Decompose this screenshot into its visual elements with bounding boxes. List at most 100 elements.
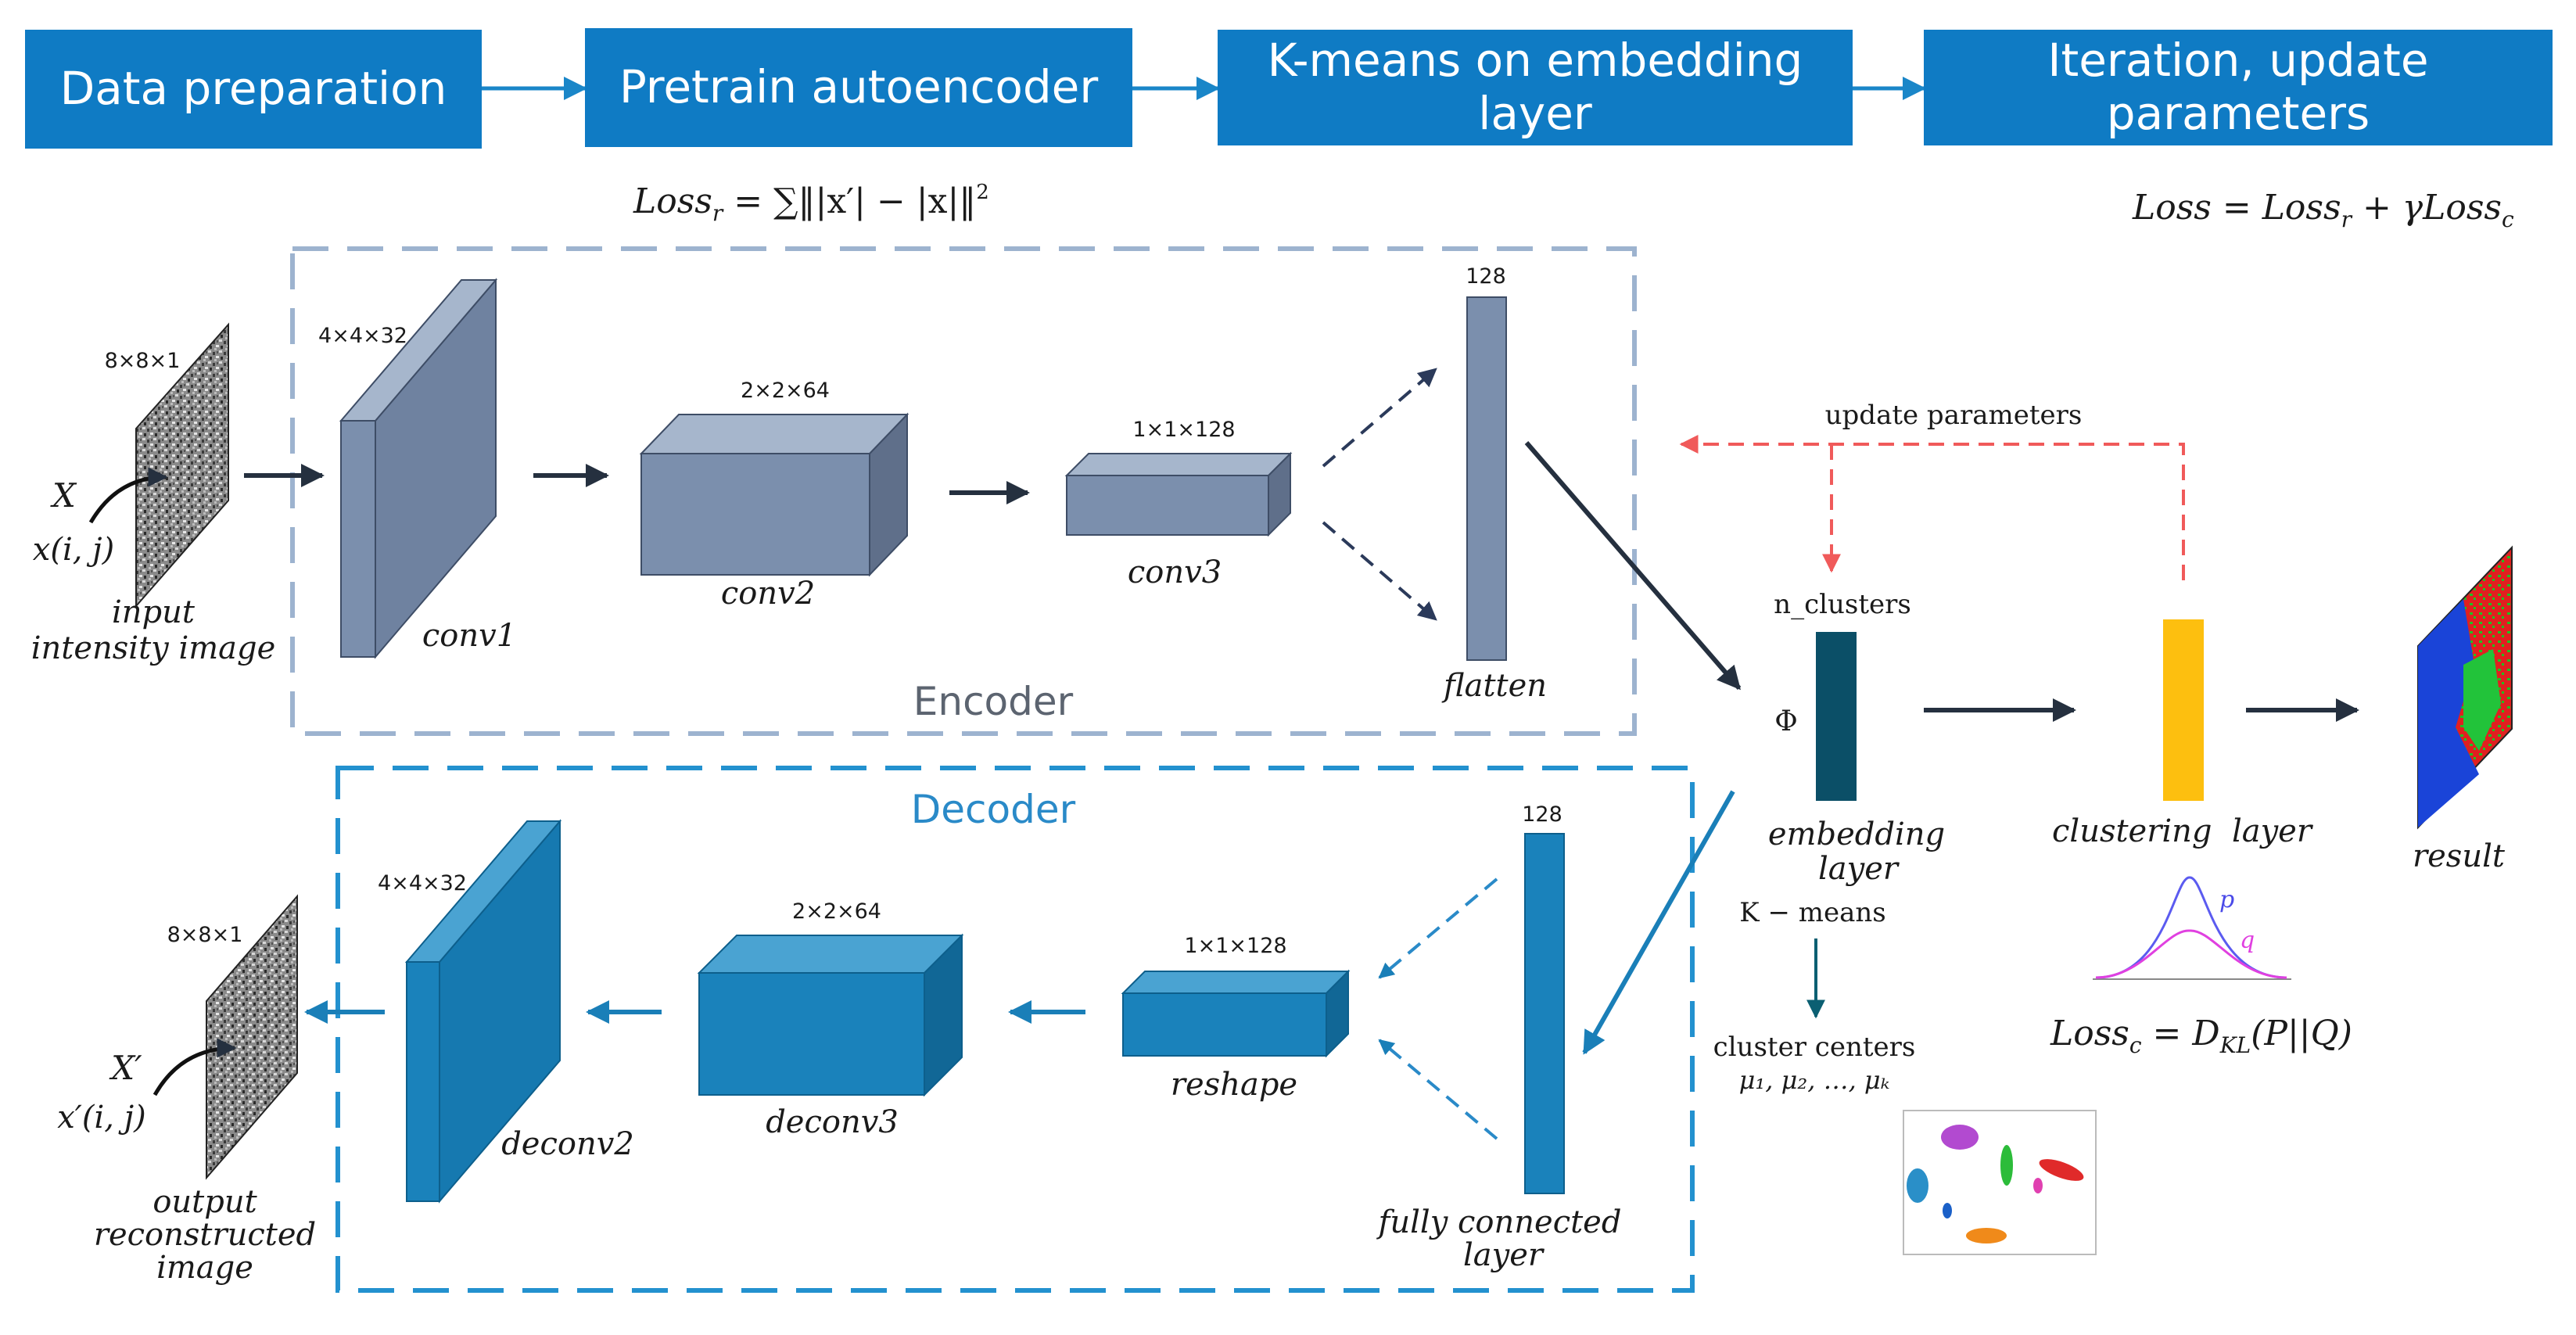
input-image: 8×8×1 X x(i, j) input intensity image bbox=[31, 322, 276, 666]
input-caption-line2: intensity image bbox=[31, 630, 276, 666]
cluster-blob-red bbox=[2039, 1159, 2084, 1181]
conv3-front bbox=[1066, 475, 1269, 536]
output-symbol: X′ bbox=[109, 1049, 142, 1087]
deconv3-dims: 2×2×64 bbox=[792, 899, 881, 924]
reshape-label: reshape bbox=[1171, 1067, 1297, 1103]
fully-connected-label-line1: fully connected bbox=[1376, 1204, 1622, 1240]
conv1-dims: 4×4×32 bbox=[318, 324, 407, 348]
output-image: 8×8×1 X′ x′(i, j) output reconstructed i… bbox=[57, 894, 316, 1286]
step-label-line2: layer bbox=[1478, 87, 1592, 140]
conv1-front bbox=[340, 420, 376, 658]
clustering-layer-bar bbox=[2163, 619, 2204, 801]
decoder-border bbox=[335, 766, 1695, 1293]
fc-to-reshape-arrow bbox=[1378, 1039, 1498, 1140]
flatten-label: flatten bbox=[1441, 668, 1547, 704]
result-map-blue-region bbox=[2418, 599, 2479, 827]
formula-loss-total: Loss = Lossr + γLossc bbox=[2132, 188, 2514, 232]
conv3-label: conv3 bbox=[1128, 554, 1222, 590]
output-image-tile bbox=[206, 894, 298, 1180]
update-parameters-label: update parameters bbox=[1825, 400, 2083, 431]
encoder-border bbox=[290, 246, 1637, 736]
cluster-blob-orange bbox=[1966, 1228, 2007, 1243]
input-caption-line1: input bbox=[112, 594, 196, 630]
fc-to-reshape-arrow bbox=[1378, 877, 1498, 979]
input-pixel: x(i, j) bbox=[33, 532, 114, 568]
deconv2-dims: 4×4×32 bbox=[378, 871, 467, 895]
cluster-blob-magenta bbox=[2033, 1178, 2043, 1193]
q-label: q bbox=[2240, 927, 2255, 954]
reshape-dims: 1×1×128 bbox=[1184, 934, 1286, 958]
output-dims: 8×8×1 bbox=[167, 923, 243, 947]
conv1-label: conv1 bbox=[422, 618, 516, 654]
step-box bbox=[1924, 30, 2553, 145]
decoder: Decoder 128 fully connected layer 1×1×12… bbox=[57, 766, 1695, 1293]
cluster-blob-teal bbox=[1907, 1168, 1928, 1203]
cluster-blob-green bbox=[2000, 1145, 2013, 1186]
pq-distribution-plot: p q bbox=[2093, 876, 2291, 980]
conv3-top bbox=[1064, 453, 1293, 476]
flatten-dims: 128 bbox=[1466, 264, 1506, 289]
cluster-blob-blue bbox=[1943, 1203, 1952, 1218]
step-iteration-update: Iteration, update parameters bbox=[1924, 30, 2553, 145]
reshape-front bbox=[1122, 992, 1327, 1057]
formula-loss-r: Lossr = ∑‖|x′| − |x|‖2 bbox=[633, 181, 989, 226]
input-image-tile bbox=[135, 322, 229, 608]
cluster-centers-symbols: μ₁, μ₂, …, μₖ bbox=[1739, 1065, 1890, 1095]
conv3-dims: 1×1×128 bbox=[1132, 418, 1235, 442]
input-symbol: X bbox=[50, 476, 77, 515]
cluster-centers-label: cluster centers bbox=[1713, 1032, 1916, 1063]
fully-connected-bar bbox=[1524, 833, 1565, 1194]
conv3-to-flatten-arrow bbox=[1322, 368, 1437, 468]
fully-connected-label-line2: layer bbox=[1463, 1237, 1545, 1273]
deconv2-front bbox=[406, 961, 440, 1202]
conv2-top bbox=[639, 414, 909, 454]
q-curve bbox=[2095, 929, 2287, 979]
embedding-to-fc-arrow bbox=[1582, 790, 1735, 1055]
reshape-block: 1×1×128 reshape bbox=[1121, 934, 1351, 1103]
kmeans-label: K − means bbox=[1739, 897, 1885, 928]
conv2-dims: 2×2×64 bbox=[741, 379, 830, 403]
deconv2-top bbox=[404, 820, 562, 963]
flatten-bar bbox=[1466, 296, 1507, 661]
step-box bbox=[585, 28, 1132, 147]
conv1-block: 4×4×32 conv1 bbox=[318, 278, 516, 659]
step-label-line2: parameters bbox=[2107, 87, 2370, 140]
result-label: result bbox=[2413, 838, 2506, 874]
clustering-section: update parameters n_clusters Φ embedding… bbox=[1679, 400, 2513, 1255]
step-label: Pretrain autoencoder bbox=[619, 60, 1098, 113]
output-caption-line2: reconstructed bbox=[94, 1217, 316, 1253]
n-clusters-label: n_clusters bbox=[1774, 589, 1911, 620]
conv2-front bbox=[640, 453, 870, 576]
fully-connected-block: 128 fully connected layer bbox=[1376, 802, 1622, 1273]
conv1-top bbox=[339, 279, 498, 422]
pipeline: Data preparation Pretrain autoencoder K-… bbox=[25, 28, 2553, 149]
decoder-title: Decoder bbox=[911, 787, 1076, 832]
flatten-block: 128 flatten bbox=[1441, 264, 1547, 704]
deconv2-block: 4×4×32 deconv2 bbox=[378, 819, 634, 1204]
deconv3-label: deconv3 bbox=[766, 1104, 899, 1140]
step-pretrain-autoencoder: Pretrain autoencoder bbox=[585, 28, 1132, 147]
pixel-pointer-arrow bbox=[152, 1038, 237, 1096]
step-label: Data preparation bbox=[60, 62, 447, 115]
embedding-layer-bar bbox=[1816, 632, 1857, 801]
deconv3-block: 2×2×64 deconv3 bbox=[697, 899, 964, 1140]
result-image: result bbox=[2413, 545, 2513, 874]
conv2-block: 2×2×64 conv2 bbox=[639, 379, 909, 612]
output-caption-line1: output bbox=[152, 1184, 257, 1220]
encoder-title: Encoder bbox=[913, 679, 1074, 724]
formula-loss-c: Lossc = DKL(P||Q) bbox=[2050, 1014, 2352, 1058]
pixel-pointer-arrow bbox=[88, 467, 168, 524]
deconv3-front bbox=[698, 972, 925, 1096]
output-caption-line3: image bbox=[156, 1250, 253, 1286]
conv2-label: conv2 bbox=[721, 576, 815, 612]
fully-connected-dims: 128 bbox=[1522, 802, 1562, 827]
deconv2-label: deconv2 bbox=[501, 1126, 634, 1162]
conv3-block: 1×1×128 conv3 bbox=[1064, 418, 1293, 590]
p-curve bbox=[2095, 876, 2287, 979]
p-label: p bbox=[2219, 886, 2234, 913]
flatten-to-embedding-arrow bbox=[1524, 441, 1742, 691]
step-kmeans-embedding: K-means on embedding layer bbox=[1218, 30, 1853, 145]
embedding-label-line1: embedding bbox=[1768, 816, 1945, 852]
cluster-scatter-thumbnail bbox=[1903, 1110, 2097, 1255]
